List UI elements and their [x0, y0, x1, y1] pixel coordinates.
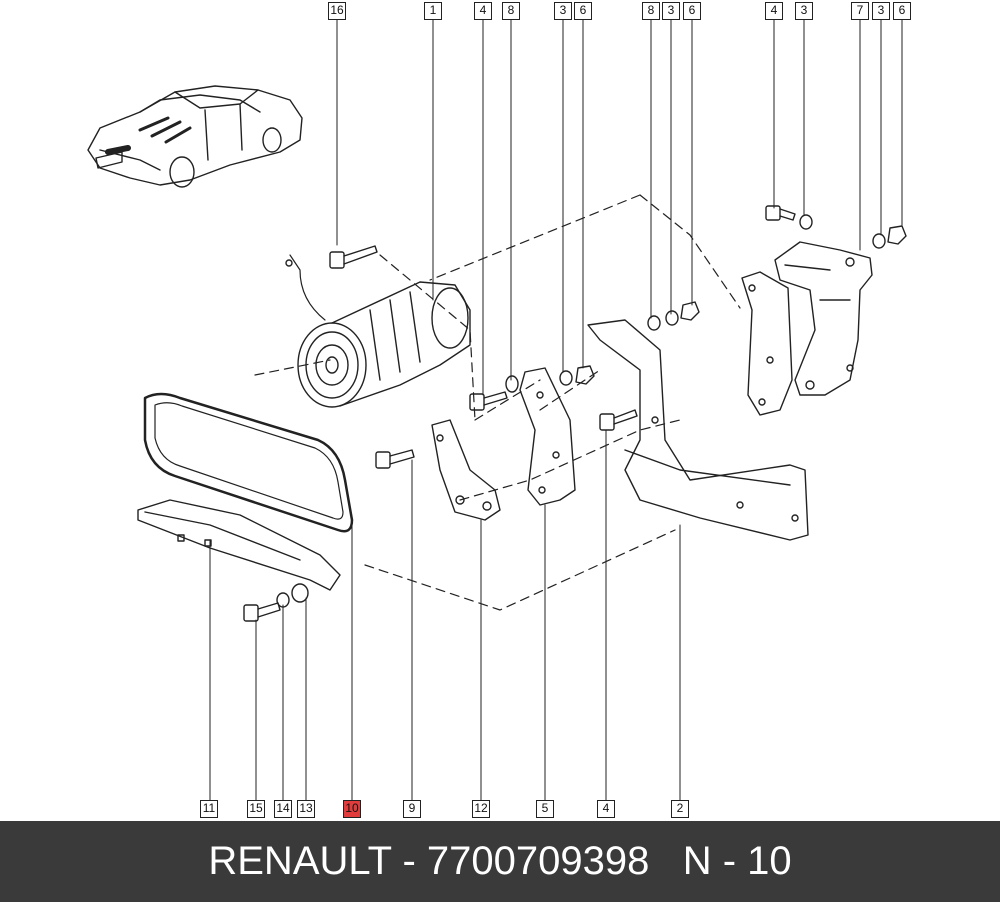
part-number-caption: RENAULT - 7700709398 N - 10	[208, 839, 792, 883]
bracket-12	[431, 419, 501, 521]
callout-13: 13	[297, 800, 315, 818]
bracket-7	[774, 241, 873, 396]
callout-14: 14	[274, 800, 292, 818]
bracket-5	[519, 367, 576, 506]
callout-3-d: 3	[872, 2, 890, 20]
drive-belt	[143, 392, 354, 533]
callout-2: 2	[671, 800, 689, 818]
adapter-plate	[741, 271, 793, 416]
washer-3-mid	[665, 310, 679, 326]
washer-3-right-b	[872, 233, 886, 249]
washer-13	[291, 583, 309, 603]
callout-16: 16	[328, 2, 346, 20]
callout-6-c: 6	[893, 2, 911, 20]
callout-4-b: 4	[765, 2, 783, 20]
callout-4-c: 4	[597, 800, 615, 818]
washer-14	[276, 592, 290, 608]
bolt-4-left	[469, 391, 508, 411]
bolt-15	[243, 602, 281, 622]
callout-4-a: 4	[474, 2, 492, 20]
callout-8-a: 8	[502, 2, 520, 20]
nut-6-left	[575, 365, 595, 385]
footer-bar: RENAULT - 7700709398 N - 10	[0, 821, 1000, 902]
compressor	[285, 254, 471, 408]
nut-6-mid	[680, 301, 700, 321]
callout-3-b: 3	[662, 2, 680, 20]
exploded-view-drawing	[87, 18, 907, 801]
washer-3-right-a	[799, 214, 813, 230]
callout-3-a: 3	[554, 2, 572, 20]
bracket-2	[587, 319, 809, 541]
callout-15: 15	[247, 800, 265, 818]
belt-guard	[137, 499, 341, 591]
callout-6-a: 6	[574, 2, 592, 20]
callout-5: 5	[536, 800, 554, 818]
car-location-icon	[87, 85, 303, 188]
callout-12: 12	[472, 800, 490, 818]
bolt-9	[375, 449, 415, 469]
washer-3-left	[559, 370, 573, 386]
bolt-16	[329, 245, 378, 269]
bolt-4-mid	[599, 409, 638, 431]
washer-8-right	[647, 315, 661, 331]
callout-1: 1	[424, 2, 442, 20]
callout-11: 11	[200, 800, 218, 818]
nut-6-right	[887, 225, 907, 245]
callout-7: 7	[851, 2, 869, 20]
callout-3-c: 3	[795, 2, 813, 20]
callout-9: 9	[403, 800, 421, 818]
callout-10-highlighted: 10	[343, 800, 361, 818]
bolt-4-right	[765, 205, 796, 221]
callout-6-b: 6	[683, 2, 701, 20]
washer-8-left	[505, 375, 519, 393]
callout-8-b: 8	[642, 2, 660, 20]
